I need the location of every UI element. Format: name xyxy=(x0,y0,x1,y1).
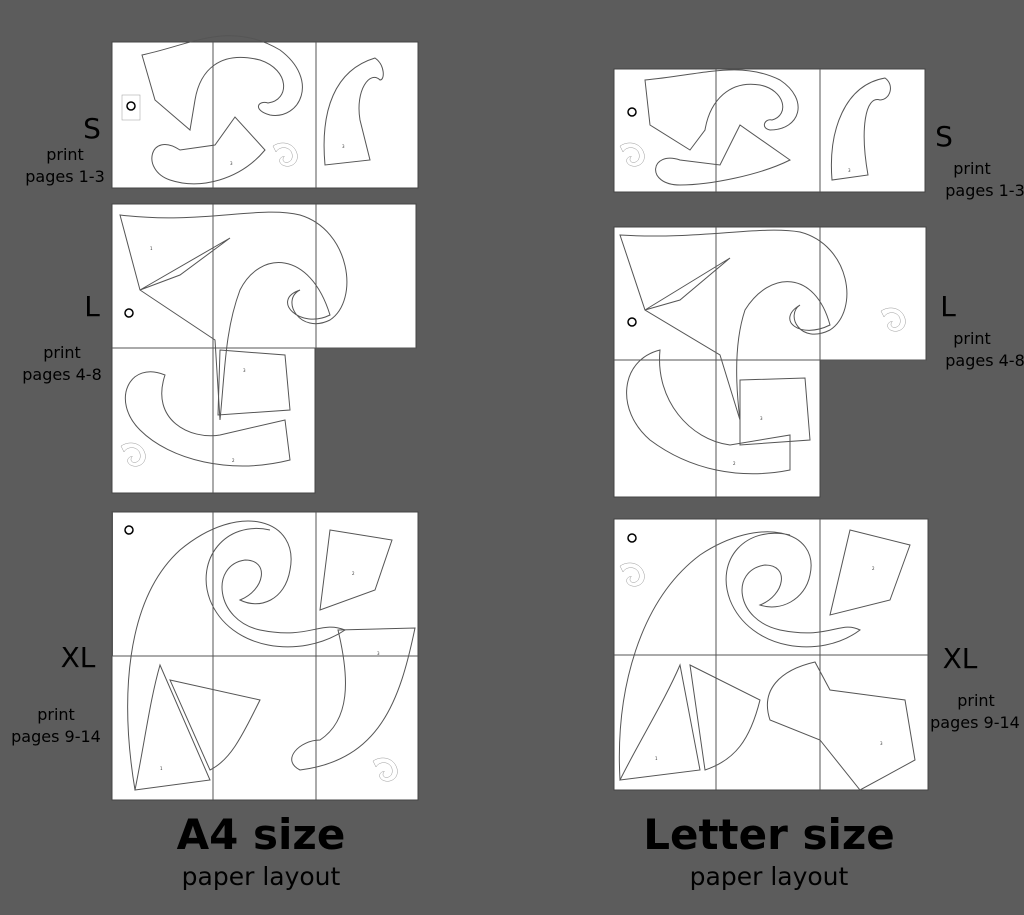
piece-number: 2 xyxy=(352,571,355,576)
piece-number: 3 xyxy=(880,741,883,746)
piece-number: 2 xyxy=(872,566,875,571)
letter-size-s-layout: 3 xyxy=(613,68,926,193)
logo-icon xyxy=(126,101,136,111)
print-label: print xyxy=(953,159,991,178)
logo-icon xyxy=(124,308,134,318)
column-title: Letter size xyxy=(643,810,895,859)
size-label: S xyxy=(935,120,953,153)
logo-icon xyxy=(124,525,134,535)
piece-number: 3 xyxy=(377,651,380,656)
size-label: L xyxy=(84,290,100,323)
column-title: A4 size xyxy=(177,810,346,859)
a4-size-s-layout: 3 3 xyxy=(111,35,419,189)
print-label: print xyxy=(37,705,75,724)
piece-number: 3 xyxy=(760,416,763,421)
piece-number: 1 xyxy=(655,756,658,761)
size-label: L xyxy=(940,290,956,323)
pages-label: pages 9-14 xyxy=(11,727,101,746)
size-label: XL xyxy=(61,641,96,674)
letter-size-xl-layout: 1 2 3 xyxy=(613,518,929,791)
print-label: print xyxy=(43,343,81,362)
column-subtitle: paper layout xyxy=(182,862,341,891)
piece-number: 1 xyxy=(160,766,163,771)
pages-label: pages 1-3 xyxy=(945,181,1024,200)
pages-label: pages 9-14 xyxy=(930,713,1020,732)
logo-icon xyxy=(627,533,637,543)
legend-box xyxy=(121,94,141,121)
size-label: XL xyxy=(943,642,978,675)
pages-label: pages 4-8 xyxy=(22,365,102,384)
piece-number: 3 xyxy=(848,168,851,173)
piece-number: 2 xyxy=(733,461,736,466)
a4-size-l-layout: 3 2 1 xyxy=(111,203,417,494)
print-label: print xyxy=(953,329,991,348)
piece-number: 1 xyxy=(150,246,153,251)
piece-number: 3 xyxy=(342,144,345,149)
pages-label: pages 4-8 xyxy=(945,351,1024,370)
a4-size-xl-layout: 1 2 3 xyxy=(111,511,419,801)
column-subtitle: paper layout xyxy=(690,862,849,891)
piece-number: 3 xyxy=(243,368,246,373)
logo-icon xyxy=(627,107,637,117)
print-label: print xyxy=(957,691,995,710)
pages-label: pages 1-3 xyxy=(25,167,105,186)
logo-icon xyxy=(627,317,637,327)
print-label: print xyxy=(46,145,84,164)
piece-number: 2 xyxy=(232,458,235,463)
size-label: S xyxy=(83,112,101,145)
letter-size-l-layout: 2 3 xyxy=(613,226,927,498)
piece-number: 3 xyxy=(230,161,233,166)
